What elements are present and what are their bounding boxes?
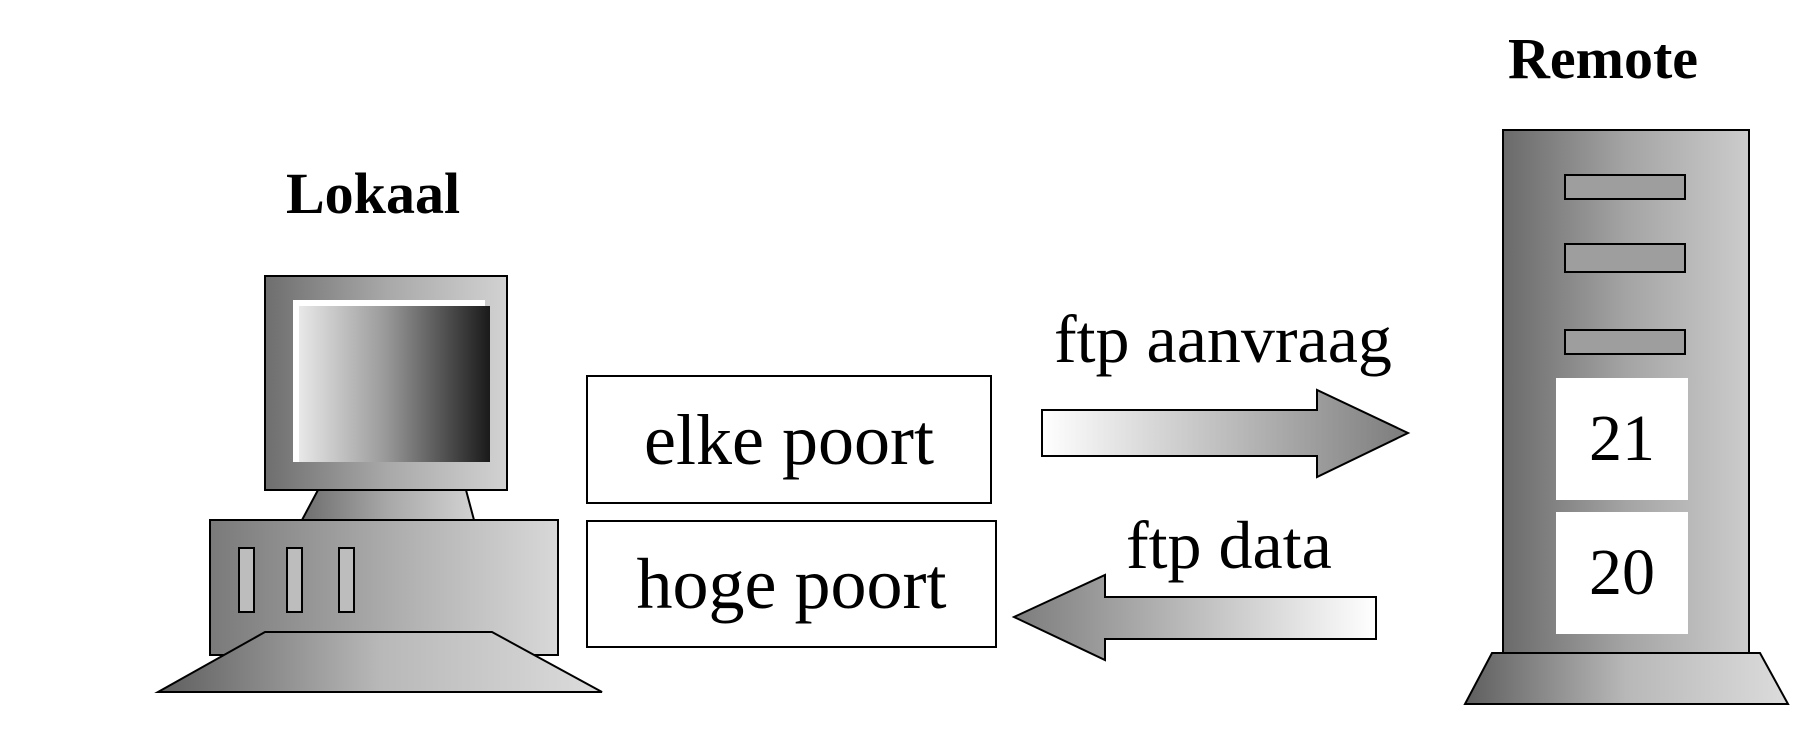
high-port-box: hoge poort	[586, 520, 997, 648]
arrow-left-icon	[1011, 573, 1377, 662]
remote-port-21: 21	[1556, 378, 1688, 500]
monitor-icon	[264, 275, 508, 521]
remote-port-21-label: 21	[1589, 402, 1655, 475]
ftp-request-label: ftp aanvraag	[1054, 301, 1392, 377]
ftp-data-label: ftp data	[1126, 507, 1332, 583]
server-base-icon	[1463, 652, 1790, 705]
high-port-label: hoge poort	[636, 544, 947, 624]
any-port-box: elke poort	[586, 375, 992, 504]
remote-port-20: 20	[1556, 512, 1688, 634]
local-heading: Lokaal	[286, 161, 461, 226]
any-port-label: elke poort	[644, 399, 934, 480]
remote-port-20-label: 20	[1589, 536, 1655, 609]
remote-heading: Remote	[1508, 26, 1699, 91]
desktop-base-icon	[154, 631, 603, 693]
local-computer-icon	[154, 275, 603, 693]
arrow-right-icon	[1041, 388, 1411, 479]
